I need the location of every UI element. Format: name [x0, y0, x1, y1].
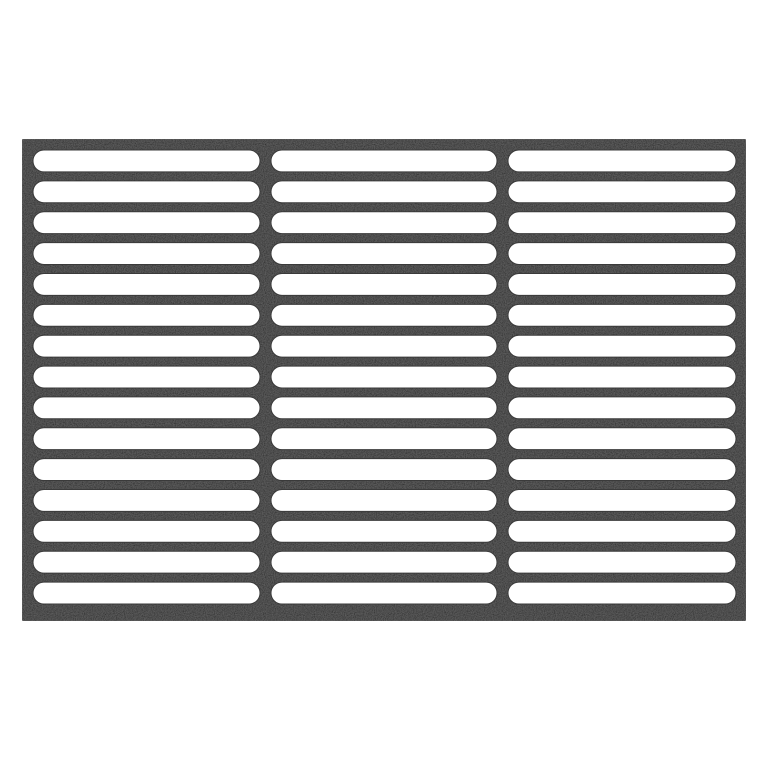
grate-slot-edge: [270, 581, 498, 605]
grate-slot: [508, 150, 736, 172]
grate-slot-edge: [32, 365, 261, 389]
grate-slot-edge: [507, 149, 737, 173]
grate-slot-edge: [507, 396, 737, 420]
grate-slot-edge: [270, 489, 498, 512]
grate-slots: [32, 149, 737, 605]
grate-slot: [508, 366, 736, 388]
grate-slot-edge: [270, 550, 498, 574]
grate-slot: [271, 489, 497, 512]
grate-slot-edge: [270, 149, 498, 173]
grate-slot: [508, 304, 736, 327]
grate-slot: [508, 273, 736, 296]
grate-slot-edge: [507, 519, 737, 543]
grate-slot: [271, 551, 497, 574]
grate-slot-edge: [32, 427, 261, 451]
grate-slot: [33, 458, 260, 481]
grate-slot-edge: [270, 211, 498, 235]
grate-slot: [33, 211, 260, 234]
grate-slot: [271, 520, 497, 543]
grate-slot: [33, 304, 260, 327]
grate-slot-edge: [507, 550, 737, 574]
grate-slot: [271, 396, 497, 419]
grate-slot: [508, 551, 736, 574]
grate-slot: [33, 150, 260, 172]
grate-slot: [33, 335, 260, 358]
grate-slot: [33, 551, 260, 574]
grate-slot: [271, 180, 497, 203]
grate-slot-edge: [270, 334, 498, 358]
grate-slot: [33, 273, 260, 296]
grate-slot-edge: [32, 272, 261, 296]
grate-slot: [508, 458, 736, 481]
grate-slot: [271, 335, 497, 358]
grate-slot-edge: [32, 458, 261, 482]
grate-slot: [33, 489, 260, 512]
grate-slot-edge: [507, 242, 737, 265]
grate-slot-edge: [32, 334, 261, 358]
grate-slot-edge: [32, 396, 261, 420]
grate-slot: [508, 242, 736, 265]
grate-slot-edge: [507, 180, 737, 204]
grate-slot: [33, 520, 260, 543]
grate-slot: [271, 582, 497, 604]
grate-slot-edge: [32, 519, 261, 543]
grate-slot-edge: [270, 272, 498, 296]
grate-slot-edge: [32, 149, 261, 173]
grate-slot: [508, 335, 736, 358]
grate-slot: [271, 366, 497, 388]
grate-slot-edge: [507, 365, 737, 389]
grate-slot: [33, 180, 260, 203]
grate-slot: [508, 427, 736, 450]
grate-slot-edge: [32, 550, 261, 574]
grate-slot-edge: [270, 365, 498, 389]
grate-slot: [508, 489, 736, 512]
grate-slot: [33, 366, 260, 388]
grate-slot: [271, 273, 497, 296]
grate-slot-edge: [507, 427, 737, 451]
grate-slot: [33, 242, 260, 265]
grate-slot-edge: [32, 489, 261, 512]
grate-slot-edge: [32, 211, 261, 235]
grate-slot-edge: [270, 519, 498, 543]
grate-slot-edge: [507, 581, 737, 605]
grate-slot-edge: [270, 303, 498, 327]
grate-slot-edge: [32, 303, 261, 327]
grate-slot-edge: [32, 180, 261, 204]
grate-slot: [508, 180, 736, 203]
grate-slot-edge: [507, 334, 737, 358]
grate-slot: [271, 242, 497, 265]
grate-slot-edge: [270, 427, 498, 451]
grate-slot: [271, 304, 497, 327]
grate-slot-edge: [270, 396, 498, 420]
grate-slot-edge: [270, 180, 498, 204]
grate-slot: [508, 582, 736, 604]
grate-slot: [508, 211, 736, 234]
grate-slot: [271, 150, 497, 172]
grate-slot: [33, 582, 260, 604]
grate-slot: [508, 520, 736, 543]
grate-slot: [33, 427, 260, 450]
grate-slot-edge: [32, 242, 261, 265]
grate-slot-edge: [32, 581, 261, 605]
grate-slot-edge: [270, 458, 498, 482]
grate-slot: [508, 396, 736, 419]
grate-slot-edge: [507, 458, 737, 482]
grate-slot-edge: [507, 489, 737, 512]
grate-slot: [271, 427, 497, 450]
grate-slot-edge: [507, 303, 737, 327]
grate-slot: [271, 458, 497, 481]
grate-slot-edge: [507, 272, 737, 296]
grate-slot-edge: [270, 242, 498, 265]
grate-slot: [33, 396, 260, 419]
grate-slot: [271, 211, 497, 234]
grate-slot-edge: [507, 211, 737, 235]
